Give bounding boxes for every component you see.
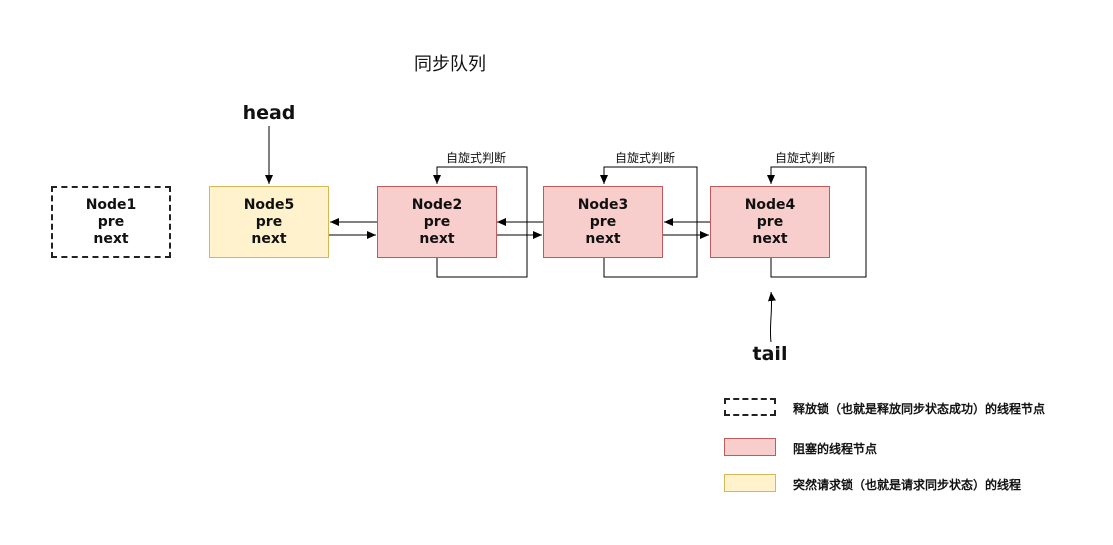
node4-box: Node4 pre next [710,186,830,258]
node1-box: Node1 pre next [51,186,171,258]
node-pre: pre [255,213,283,230]
node3-box: Node3 pre next [543,186,663,258]
node-name: Node2 [411,196,463,213]
node-name: Node5 [243,196,295,213]
node-next: next [585,230,621,247]
node2-spin-label: 自旋式判断 [445,151,506,165]
node-name: Node3 [577,196,629,213]
node-name: Node1 [85,196,137,213]
node-next: next [93,230,129,247]
node-pre: pre [423,213,451,230]
node4-spin-label: 自旋式判断 [774,151,835,165]
legend-swatch-blocked [724,438,776,456]
node-next: next [419,230,455,247]
legend-text-released: 释放锁（也就是释放同步状态成功）的线程节点 [793,402,1046,416]
node-pre: pre [589,213,617,230]
diagram-title: 同步队列 [414,54,486,75]
legend-swatch-sudden [724,474,776,492]
head-label: head [242,102,296,124]
node-name: Node4 [744,196,796,213]
tail-pointer-arrow [768,291,776,343]
node-next: next [752,230,788,247]
legend-text-blocked: 阻塞的线程节点 [793,442,878,456]
node5-box: Node5 pre next [209,186,329,258]
node4-spin-loop [767,166,867,278]
legend-text-sudden: 突然请求锁（也就是请求同步状态）的线程 [793,478,1022,492]
node3-spin-loop [600,166,698,278]
node2-spin-loop [433,166,528,278]
node2-box: Node2 pre next [377,186,497,258]
tail-label: tail [752,343,788,365]
legend-swatch-released [724,398,776,416]
node-pre: pre [756,213,784,230]
node-next: next [251,230,287,247]
node3-spin-label: 自旋式判断 [614,151,675,165]
node-pre: pre [97,213,125,230]
